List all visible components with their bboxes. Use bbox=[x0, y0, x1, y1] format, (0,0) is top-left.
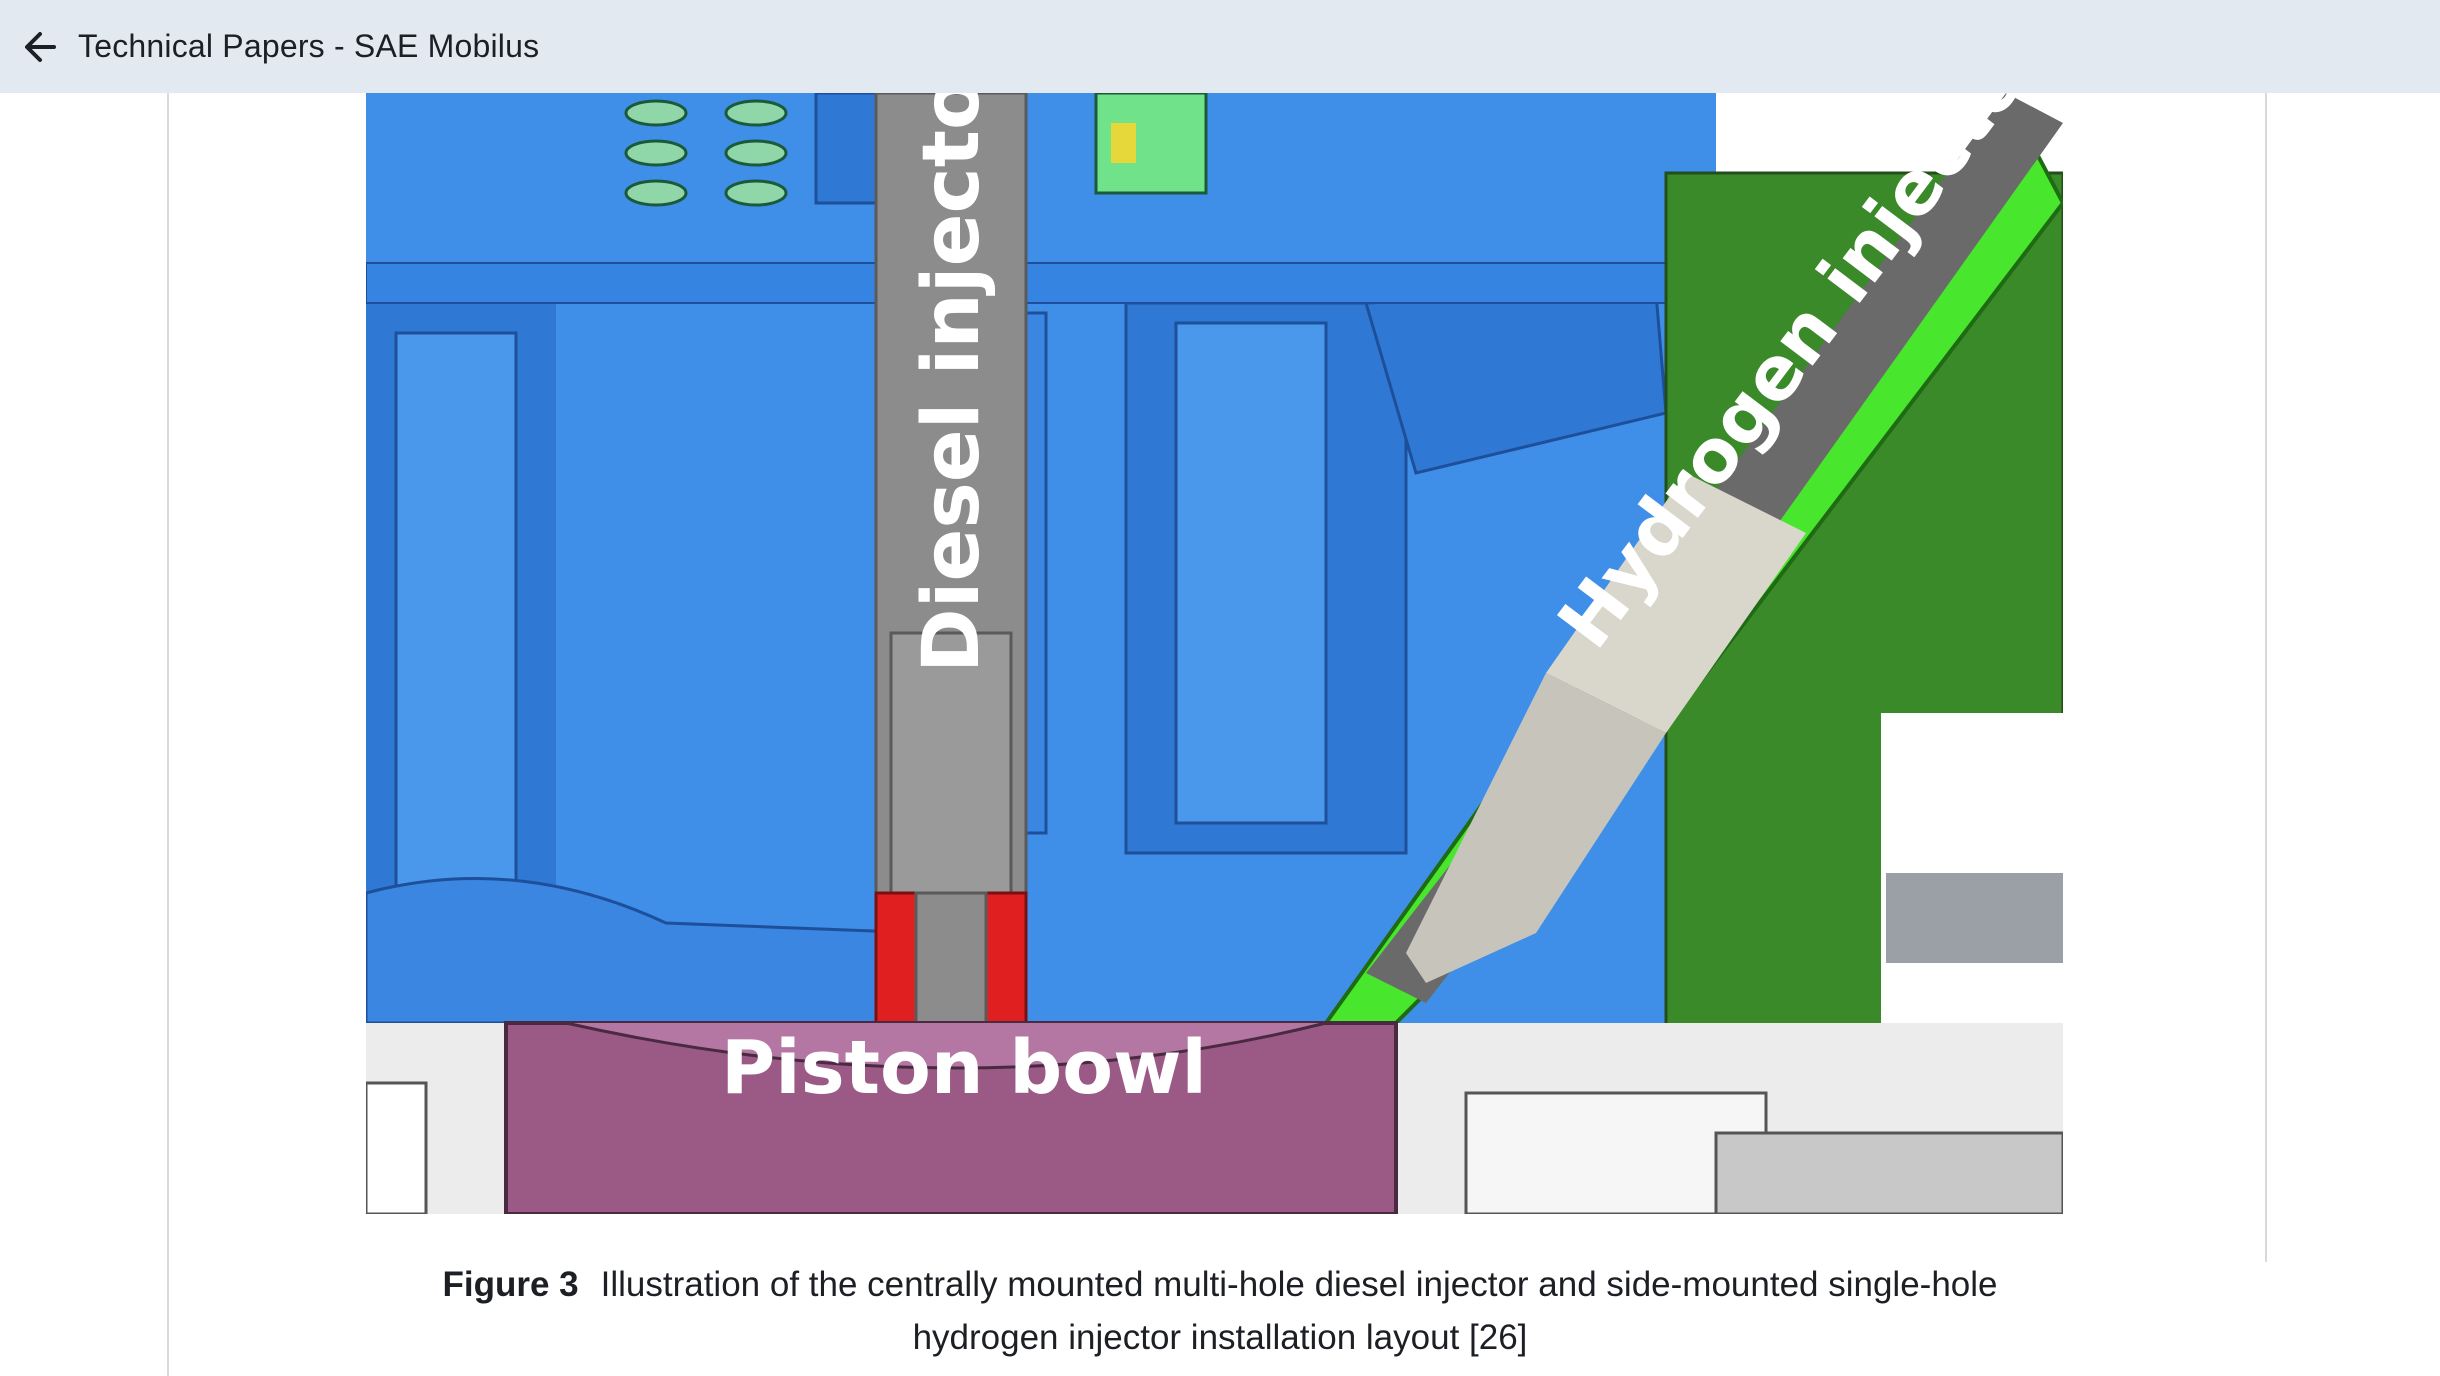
figure-image: Diesel injector Hydrogen injector Piston… bbox=[366, 93, 2063, 1214]
caption-line-2: hydrogen injector installation layout [2… bbox=[912, 1318, 1528, 1357]
caption-fade-overlay bbox=[2005, 1262, 2440, 1376]
app-bar: Technical Papers - SAE Mobilus bbox=[0, 0, 2440, 93]
caption-text-1: Illustration of the centrally mounted mu… bbox=[600, 1265, 1998, 1304]
back-button[interactable] bbox=[10, 17, 70, 77]
figure-number: Figure 3 bbox=[442, 1265, 579, 1304]
figure-caption: Figure 3 Illustration of the centrally mo… bbox=[300, 1258, 2140, 1364]
page-title: Technical Papers - SAE Mobilus bbox=[78, 28, 540, 64]
valve-springs bbox=[624, 93, 1208, 207]
caption-line-1: Figure 3 Illustration of the centrally mo… bbox=[300, 1258, 2140, 1311]
piston-bowl-label: Piston bowl bbox=[721, 1025, 1207, 1111]
arrow-left-icon bbox=[25, 31, 56, 62]
diesel-injector-label: Diesel injector bbox=[907, 93, 997, 673]
